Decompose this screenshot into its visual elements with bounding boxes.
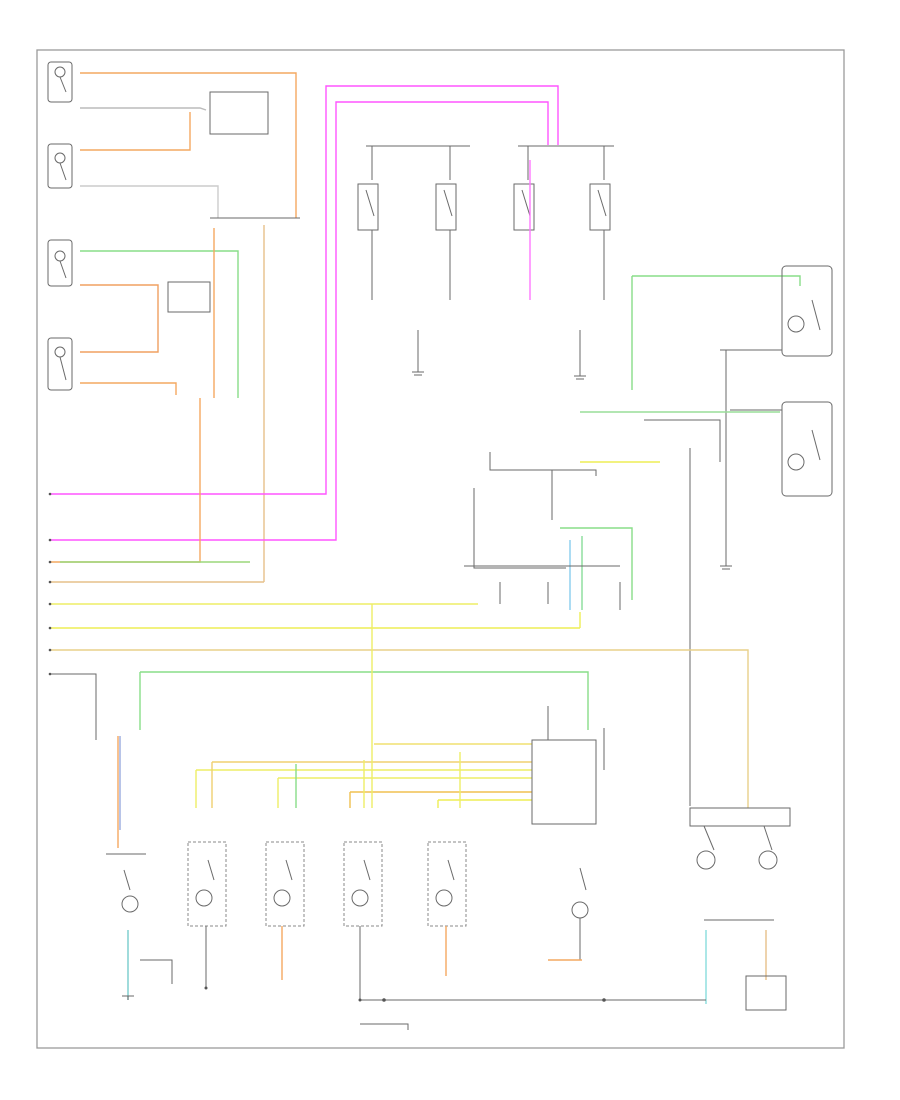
wire-orange-3 — [80, 284, 159, 353]
wire-orange-4 — [80, 382, 177, 395]
wire-orange-bus — [50, 398, 201, 563]
door-jamb-switch-3 — [47, 239, 73, 287]
ground-symbol-3 — [720, 560, 732, 570]
door-switch-2 — [435, 146, 457, 300]
center-connector-group — [464, 452, 633, 610]
wire-orange-top — [80, 72, 297, 218]
map-lamp-1 — [781, 265, 833, 357]
map-lamp-2 — [781, 401, 833, 497]
wire-tan-bus-2 — [50, 649, 749, 808]
left-terminal-ticks — [48, 492, 52, 676]
door-jamb-switch-2 — [47, 143, 73, 189]
lower-lamp-group — [106, 604, 791, 1030]
rear-dome-lamp — [689, 807, 791, 1011]
wire-pink-branch — [50, 101, 549, 541]
ground-symbol-2 — [574, 330, 586, 380]
wire-green-center — [560, 527, 633, 600]
courtesy-lamp-1 — [106, 736, 173, 1000]
courtesy-lamp-3 — [265, 841, 305, 980]
relay-block-lower — [167, 281, 211, 313]
ground-symbol-1 — [412, 330, 424, 376]
bus-wires — [50, 398, 749, 808]
wire-green-right — [632, 275, 801, 286]
door-switch-bank — [50, 85, 614, 541]
ground-symbol-4 — [122, 995, 134, 1000]
upper-left-switch-group — [47, 61, 300, 582]
door-jamb-switch-1 — [47, 61, 73, 103]
wire-grey-2 — [80, 185, 219, 218]
door-switch-4 — [589, 146, 611, 300]
door-switch-3 — [513, 146, 535, 300]
door-switch-1 — [357, 146, 379, 300]
diagram-frame — [36, 49, 845, 1049]
wire-pink-trunk — [50, 85, 559, 495]
wire-green-1 — [80, 250, 239, 398]
wire-orange-2 — [80, 112, 191, 151]
door-jamb-switch-4 — [47, 337, 73, 391]
courtesy-lamp-4 — [343, 841, 383, 1000]
right-lamp-group — [580, 265, 833, 806]
courtesy-lamp-5 — [427, 841, 467, 976]
courtesy-lamp-6 — [548, 867, 589, 961]
interior-lamp-relay — [531, 739, 597, 825]
courtesy-lamp-2 — [187, 841, 227, 988]
wire-grey-top — [80, 107, 207, 111]
wire-green-bus-2 — [140, 671, 589, 730]
relay-block-upper — [209, 91, 269, 135]
